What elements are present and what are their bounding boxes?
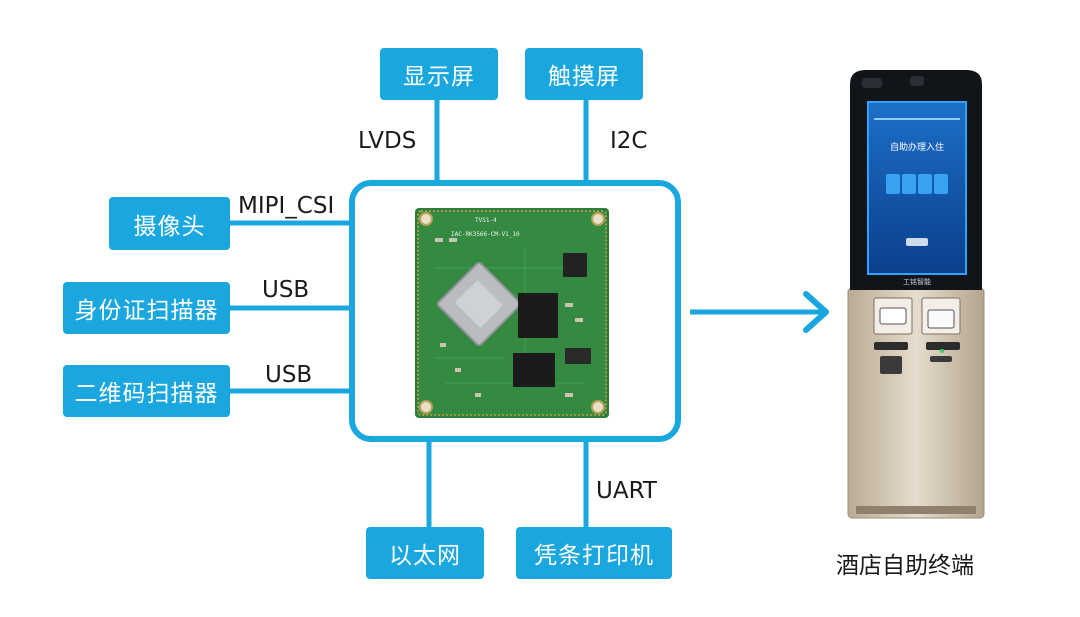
kiosk-brand: 工铭智能 [903,277,931,286]
arrow-head-icon [803,291,829,333]
box-touch: 触摸屏 [525,48,643,100]
silkscreen-label-2: IAC-RK3566-CM-V1_10 [451,231,520,238]
box-camera: 摄像头 [109,197,230,250]
hotel-kiosk-illustration: 自助办理入住 工铭智能 [847,70,985,519]
box-display: 显示屏 [380,48,498,100]
core-module-board: TVS1-4 IAC-RK3566-CM-V1_10 [415,208,609,418]
kiosk-caption: 酒店自助终端 [836,553,974,579]
box-id-scanner: 身份证扫描器 [63,282,230,334]
interface-label-qr-scanner: USB [265,362,313,388]
silkscreen-label-1: TVS1-4 [475,217,497,224]
interface-label-touch: I2C [610,128,648,154]
box-qr-scanner: 二维码扫描器 [63,365,230,417]
interface-label-display: LVDS [358,128,417,154]
box-printer: 凭条打印机 [516,527,672,579]
interface-label-id-scanner: USB [262,277,310,303]
interface-label-printer: UART [596,478,657,504]
kiosk-screen-title: 自助办理入住 [890,141,944,153]
interface-label-camera: MIPI_CSI [238,193,335,219]
box-ethernet: 以太网 [366,527,484,579]
